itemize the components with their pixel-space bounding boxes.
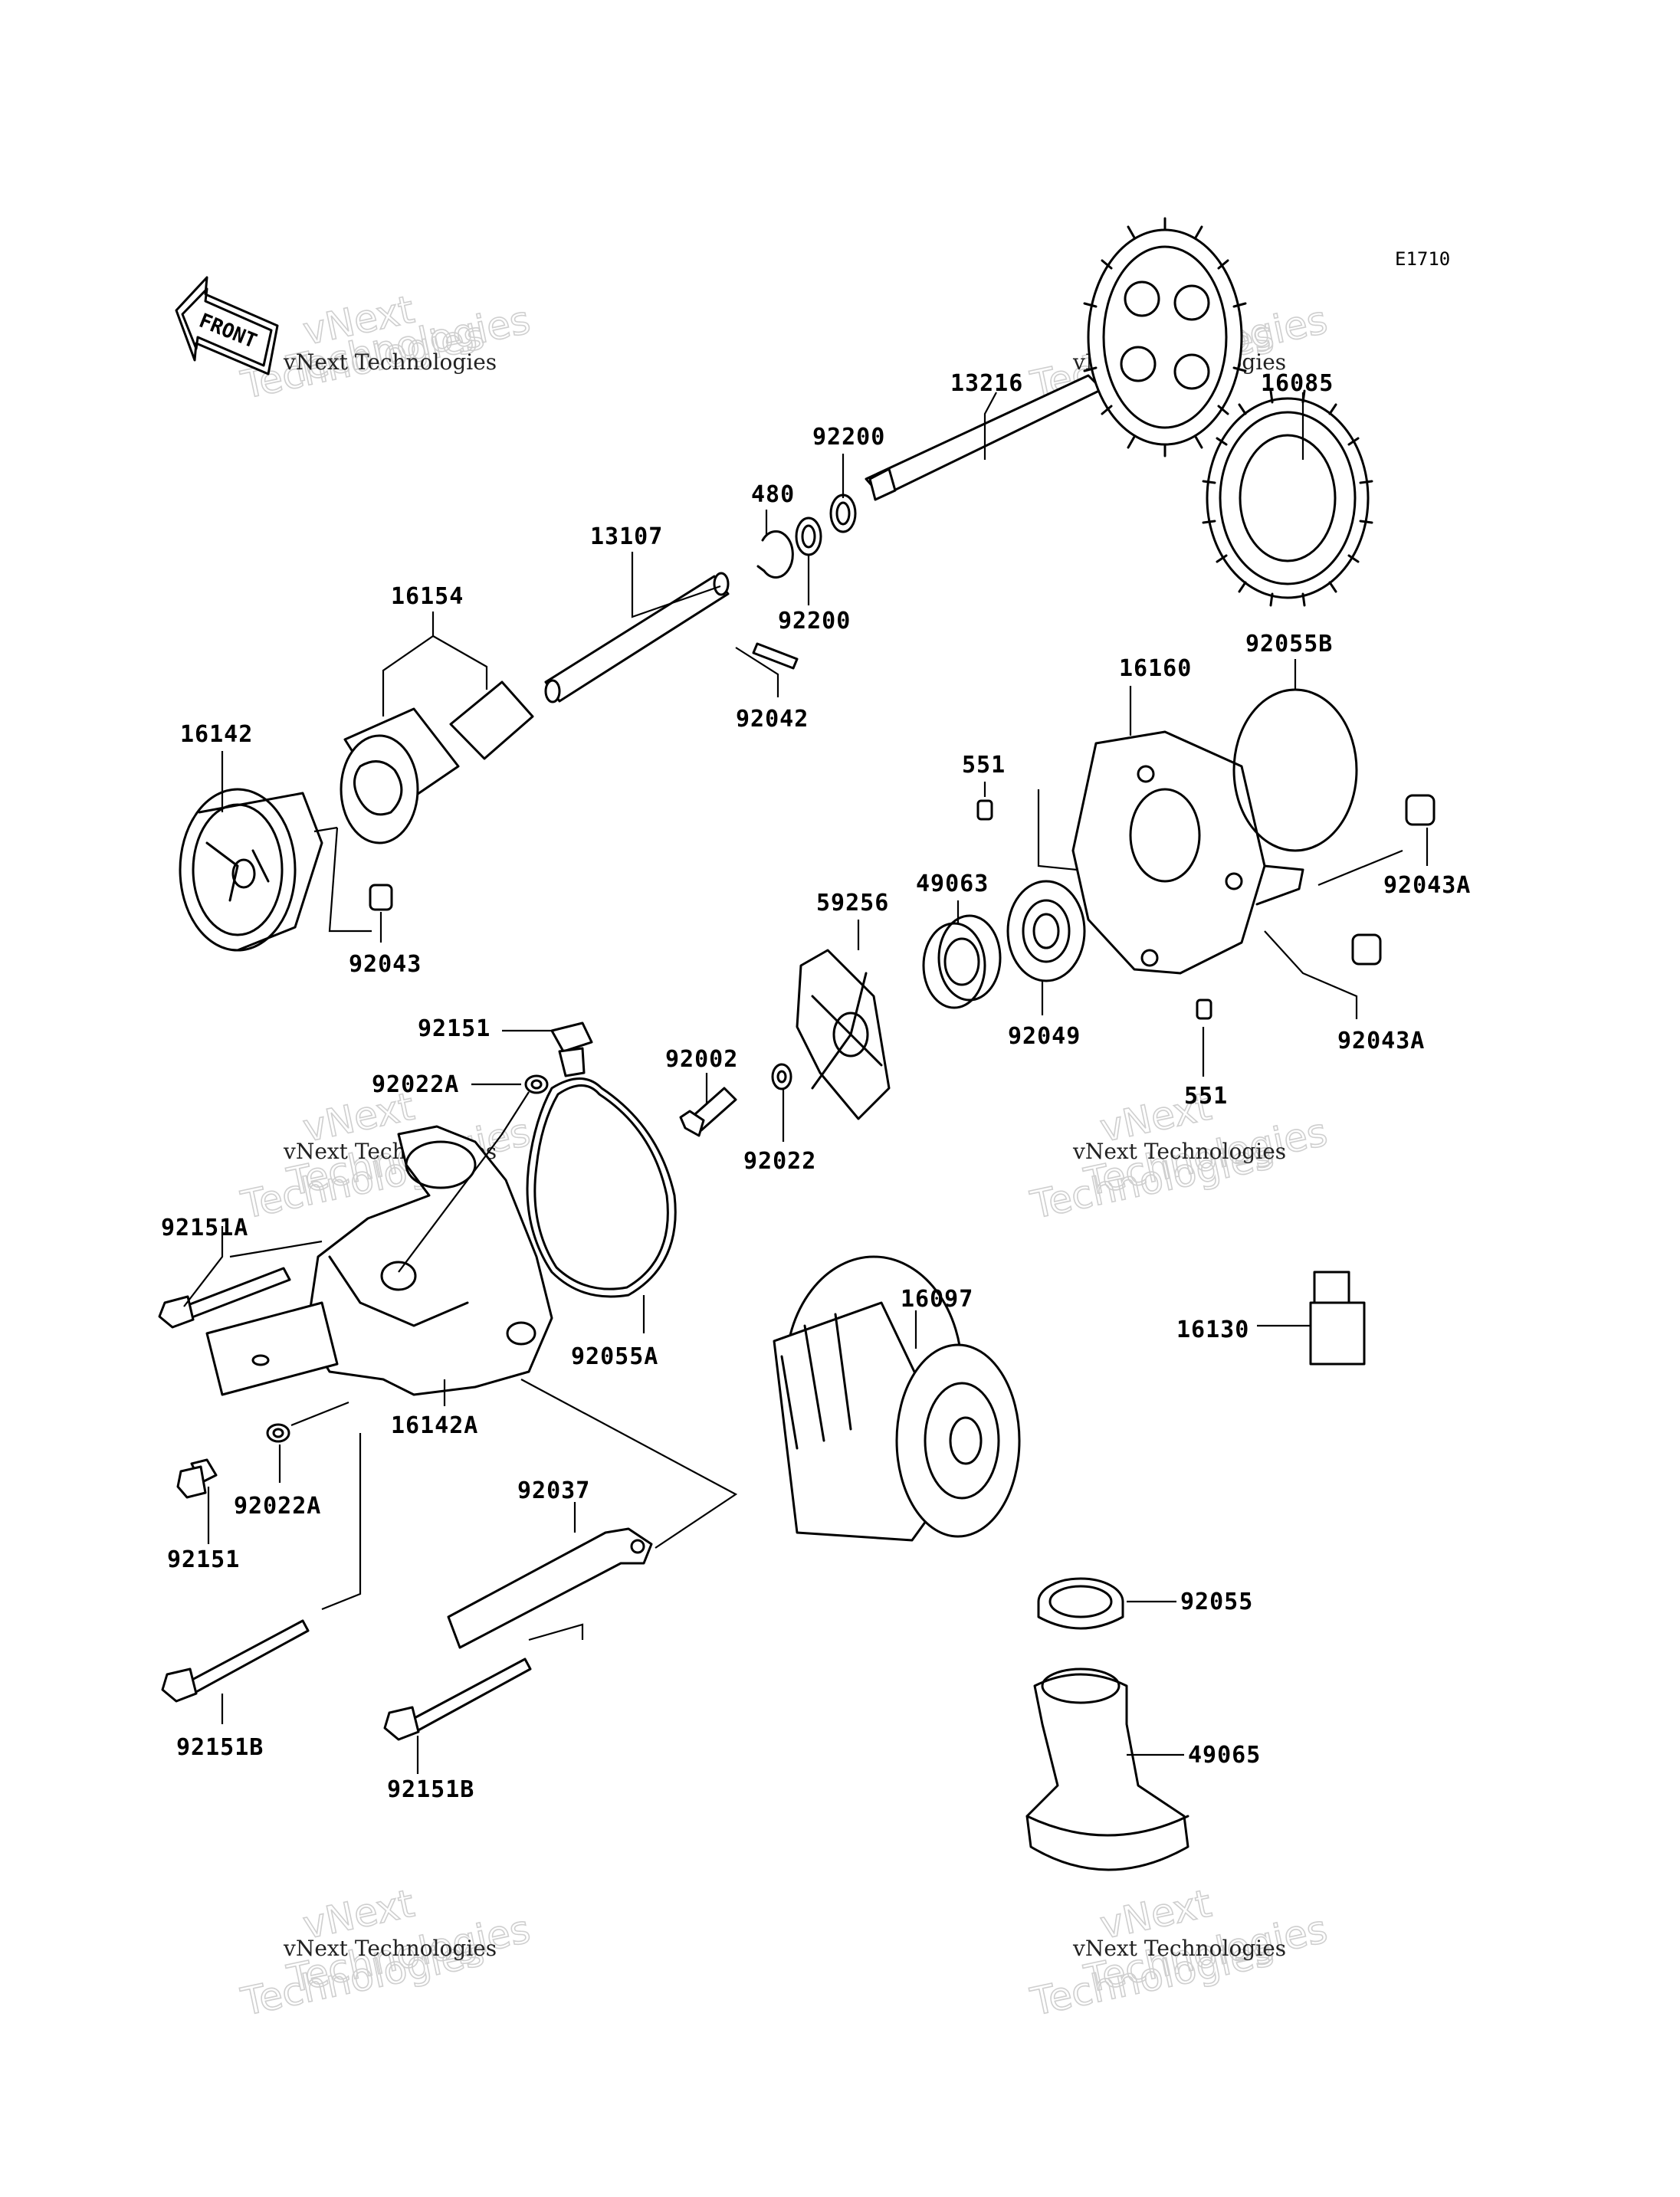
pin-551-b	[1196, 998, 1212, 1020]
bracket-92037	[447, 1527, 653, 1649]
washer-92022	[771, 1063, 792, 1090]
watermark-caption: vNext Technologies	[1072, 1936, 1286, 1961]
part-label: 480	[751, 481, 795, 508]
diagram-code: E1710	[1395, 248, 1450, 270]
watermark-top-left: vNext Technologies Technologies vNext Te…	[237, 287, 535, 408]
part-label: 92042	[736, 706, 809, 733]
shaft-13107	[544, 572, 730, 703]
pin-551-a	[976, 799, 993, 821]
part-label: 92151B	[176, 1734, 264, 1761]
part-label: 16085	[1261, 370, 1334, 397]
part-label: 92055A	[571, 1343, 658, 1370]
pump-housing-16142A	[205, 1125, 553, 1396]
bolt-92151-bottom	[176, 1458, 218, 1499]
watermark-caption: vNext Technologies	[283, 349, 497, 375]
part-label: 92151B	[387, 1776, 474, 1803]
bearing-92049	[1006, 880, 1086, 982]
dowel-92043	[369, 884, 393, 911]
cap-92055	[1037, 1577, 1124, 1630]
part-label: 16142	[180, 721, 253, 748]
part-label: 92151A	[161, 1215, 248, 1241]
oil-filter-16097	[773, 1255, 1021, 1542]
part-label: 92043	[349, 951, 422, 978]
part-label: 92037	[517, 1477, 590, 1504]
pin-92042	[752, 642, 799, 670]
part-label: 92055	[1180, 1589, 1253, 1615]
sender-16130	[1309, 1271, 1366, 1366]
part-labels: 13216 16085 92200 480 92200 13107 16154 …	[161, 370, 1471, 1803]
clip-480	[756, 530, 794, 579]
part-label: 92022	[743, 1148, 816, 1175]
part-label: 551	[1184, 1083, 1228, 1110]
part-label: 16130	[1176, 1317, 1249, 1343]
rotor-16154	[340, 680, 534, 844]
gear-drive-icon	[1083, 217, 1247, 457]
part-label: 13107	[590, 523, 663, 550]
part-label: 92200	[778, 608, 851, 635]
watermark-mid-right: vNext Technologies Technologies vNext Te…	[1026, 1084, 1332, 1228]
bolt-92002	[679, 1087, 737, 1137]
part-label: 16097	[901, 1286, 973, 1313]
cover-16160	[1071, 730, 1304, 975]
pump-body-16142	[179, 788, 323, 952]
part-label: 92043A	[1383, 872, 1471, 899]
part-label: 92200	[812, 424, 885, 451]
watermark-caption: vNext Technologies	[283, 1936, 497, 1961]
seal-49063	[922, 914, 1002, 1009]
part-label: 92055B	[1245, 631, 1333, 657]
leader-lines	[183, 392, 1429, 1774]
part-label: 92022A	[372, 1071, 459, 1098]
front-arrow-icon: FRONT	[175, 276, 279, 375]
gear-16085-icon	[1202, 389, 1373, 607]
part-label: 551	[962, 752, 1006, 779]
part-label: 59256	[816, 890, 889, 917]
strainer-49065	[1025, 1667, 1189, 1871]
gasket-92055A	[526, 1077, 677, 1298]
part-label: 92022A	[234, 1493, 321, 1520]
impeller-59256	[796, 949, 891, 1120]
part-label: 49063	[916, 871, 989, 897]
watermark-bottom-left: vNext Technologies Technologies vNext Te…	[237, 1881, 535, 2025]
part-label: 92049	[1008, 1023, 1081, 1050]
washer-92200-b	[795, 516, 822, 556]
part-label: 92151	[167, 1546, 240, 1573]
part-label: 16142A	[391, 1412, 478, 1439]
bolt-92151B-a	[161, 1619, 310, 1703]
part-label: 49065	[1188, 1742, 1261, 1769]
watermark-bottom-right: vNext Technologies Technologies vNext Te…	[1026, 1881, 1332, 2025]
watermark-caption: vNext Technologies	[1072, 1139, 1286, 1164]
bolt-92151-top	[550, 1021, 593, 1077]
part-label: 92151	[418, 1015, 491, 1042]
washer-92022A-top	[524, 1074, 549, 1094]
part-label: 92002	[665, 1046, 738, 1073]
part-label: 13216	[950, 370, 1023, 397]
washer-92200-a	[829, 494, 857, 533]
part-label: 92043A	[1337, 1028, 1425, 1054]
part-label: 16154	[391, 583, 464, 610]
dowel-92043A-a	[1405, 794, 1436, 826]
bolt-92151B-b	[383, 1658, 532, 1741]
part-label: 16160	[1119, 655, 1192, 682]
washer-92022A-bottom	[266, 1423, 290, 1443]
oring-92055B	[1232, 688, 1358, 852]
dowel-92043A-b	[1351, 933, 1382, 966]
